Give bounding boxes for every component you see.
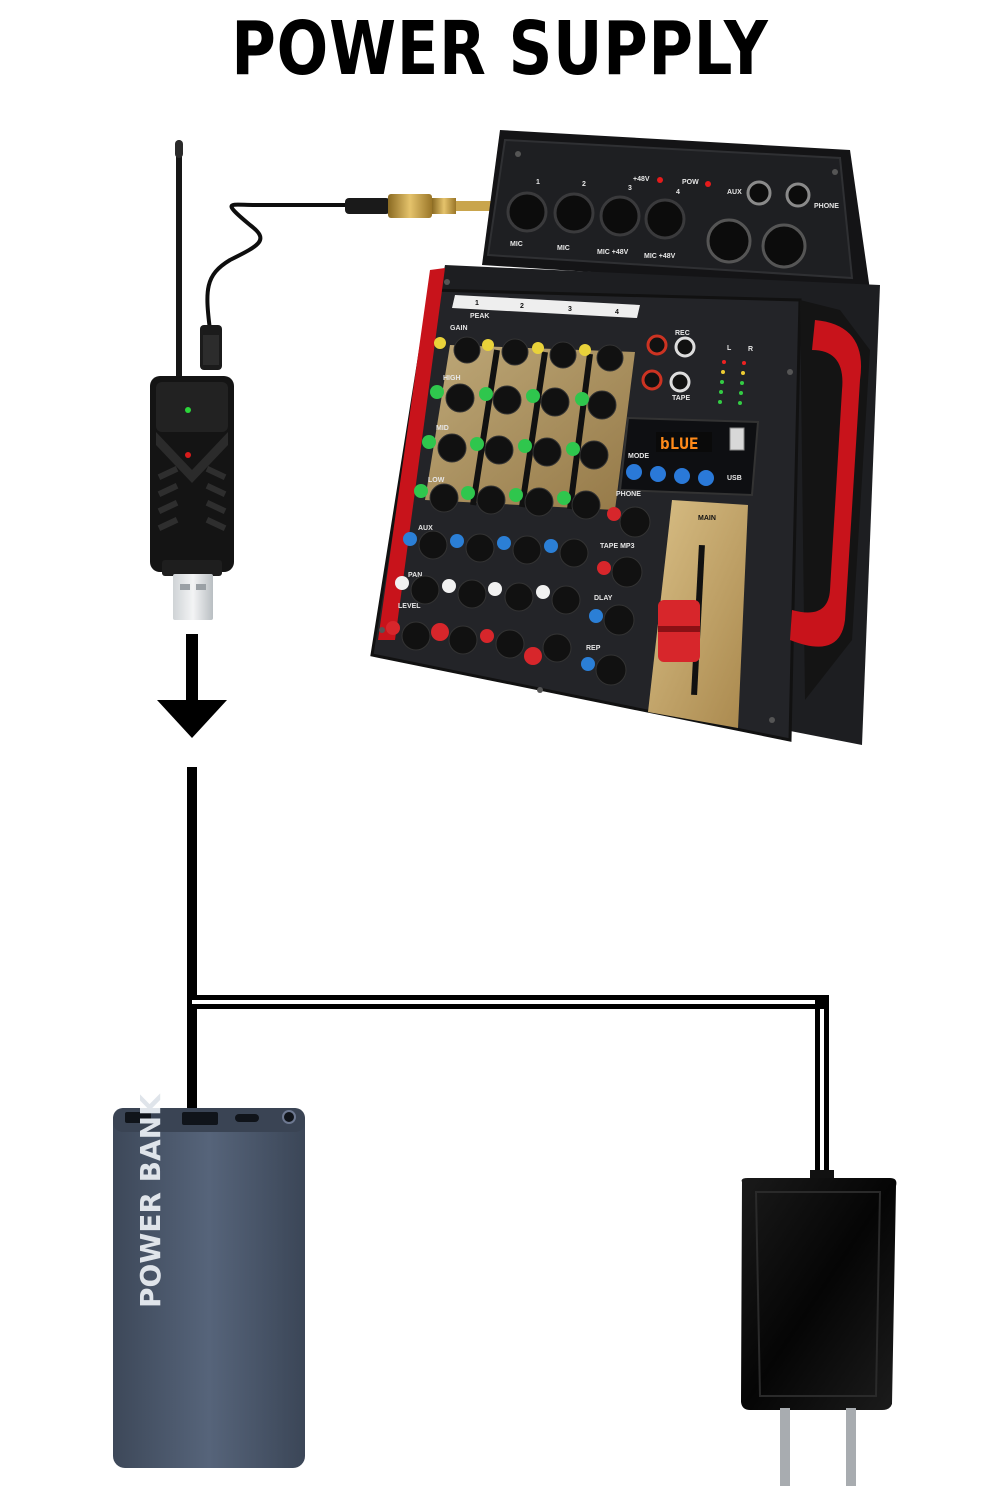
main-label: MAIN: [698, 515, 716, 522]
wireless-receiver: [150, 140, 355, 620]
phantom-label: +48V: [633, 176, 650, 183]
status-led-red: [185, 452, 191, 458]
tape-label: TAPE: [672, 395, 690, 402]
right-knob-label-dlay: DLAY: [594, 595, 613, 602]
channel-number-3: 3: [568, 306, 572, 313]
peak-label: PEAK: [470, 313, 489, 320]
right-knob-label-phone: PHONE: [616, 491, 641, 498]
wall-charger: [741, 1170, 897, 1486]
meter-label-l: L: [727, 345, 732, 352]
input-label-2: MIC: [557, 245, 570, 252]
power-button: [282, 1110, 296, 1124]
audio-mixer: 1 2 3 4 MIC MIC MIC +48V MIC +48V +48V P…: [370, 130, 880, 745]
usb-port-2: [182, 1112, 218, 1125]
antenna-icon: [175, 140, 183, 380]
channel-number-1: 1: [475, 300, 479, 307]
input-number-4: 4: [676, 189, 680, 196]
power-bank-body: [113, 1108, 305, 1468]
jack-plug: [345, 194, 502, 218]
usb-c-port: [235, 1114, 259, 1122]
knob-label-level: LEVEL: [398, 603, 421, 610]
input-number-2: 2: [582, 181, 586, 188]
power-bank: POWER BANK: [113, 1093, 305, 1468]
input-label-3: MIC +48V: [597, 249, 629, 256]
power-wiring: [187, 767, 829, 1180]
charger-prong-left: [780, 1408, 790, 1486]
channel-number-4: 4: [615, 309, 619, 316]
red-trim-left: [378, 268, 445, 640]
power-label: POW: [682, 179, 699, 186]
mp3-display: bLUE: [660, 434, 699, 453]
charger-prong-right: [846, 1408, 856, 1486]
meter-label-r: R: [748, 346, 753, 353]
knob-label-gain: GAIN: [450, 325, 468, 332]
phone-label: PHONE: [814, 203, 839, 210]
page-title: POWER SUPPLY: [231, 6, 769, 92]
rec-label: REC: [675, 330, 690, 337]
usb-port-1: [125, 1112, 151, 1123]
usb-plug-icon: [173, 574, 213, 620]
knob-label-low: LOW: [428, 477, 445, 484]
right-knob-label-rep: REP: [586, 645, 601, 652]
input-label-1: MIC: [510, 241, 523, 248]
power-bank-label: POWER BANK: [134, 1093, 167, 1308]
channel-number-2: 2: [520, 303, 524, 310]
knob-label-high: HIGH: [443, 375, 461, 382]
charger-body: [741, 1178, 897, 1410]
input-label-4: MIC +48V: [644, 253, 676, 260]
channel-knobs: [386, 336, 624, 665]
knob-label-aux: AUX: [418, 525, 433, 532]
knob-label-pan: PAN: [408, 572, 422, 579]
right-knob-label-tape: TAPE MP3: [600, 543, 635, 550]
knob-label-mid: MID: [436, 425, 449, 432]
aux-label: AUX: [727, 189, 742, 196]
usb-label: USB: [727, 475, 742, 482]
audio-cable: [205, 202, 355, 331]
red-handle-right: [790, 320, 862, 647]
mode-label: MODE: [628, 453, 649, 460]
arrow-down-icon: [157, 634, 227, 738]
input-number-1: 1: [536, 179, 540, 186]
status-led-green: [185, 407, 191, 413]
right-controls: REC TAPE L R bLUE USB MODE: [581, 330, 760, 728]
xlr-inputs: [506, 180, 811, 269]
input-number-3: 3: [628, 185, 632, 192]
